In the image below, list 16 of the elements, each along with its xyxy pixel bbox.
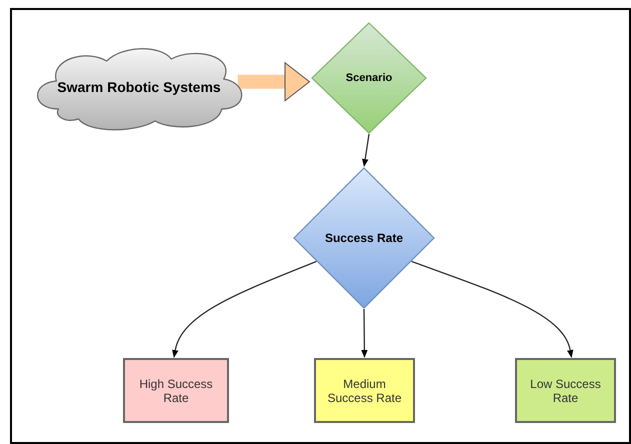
process-box bbox=[515, 358, 616, 423]
decision-diamond bbox=[311, 22, 427, 134]
node-label: Success Rate bbox=[324, 231, 404, 245]
node-label: Swarm Robotic Systems bbox=[57, 79, 221, 95]
decision-diamond bbox=[293, 167, 435, 309]
arrow bbox=[361, 309, 368, 358]
process-box bbox=[314, 358, 415, 423]
node-label: Low Success Rate bbox=[529, 376, 602, 404]
block-arrow bbox=[238, 62, 310, 102]
arrow bbox=[172, 260, 317, 358]
node-label: Scenario bbox=[346, 72, 392, 84]
node-label: High Success Rate bbox=[138, 376, 214, 404]
arrow bbox=[411, 260, 574, 358]
arrow bbox=[362, 134, 370, 167]
node-label: Medium Success Rate bbox=[326, 376, 403, 404]
process-box bbox=[123, 358, 229, 423]
